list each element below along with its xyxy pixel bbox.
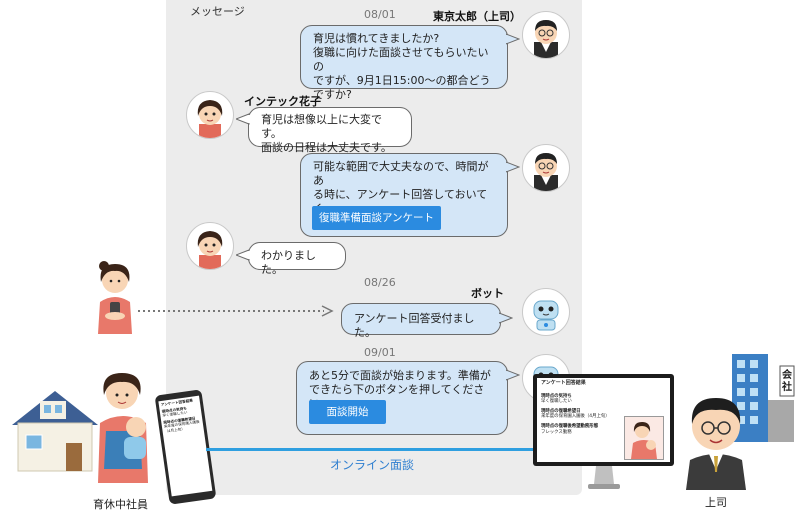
sender-name-employee: インテック花子 bbox=[244, 95, 321, 108]
monitor-answer: 早く復職したい bbox=[541, 399, 572, 405]
monitor-question: 現時点の復職後希望勤務形態 bbox=[541, 423, 599, 429]
message-line: 復職に向けた面談させてもらいたいの bbox=[313, 46, 489, 73]
employee-avatar bbox=[186, 222, 234, 270]
sender-name-bot: ボット bbox=[471, 287, 504, 300]
message-bubble: 可能な範囲で大丈夫なので、時間があ る時に、アンケート回答しておいてく ださい。 bbox=[300, 153, 508, 237]
message-line: 可能な範囲で大丈夫なので、時間があ bbox=[313, 160, 489, 187]
bubble-tail bbox=[499, 312, 513, 324]
monitor-title: アンケート回答結果 bbox=[541, 380, 586, 386]
boss-face-icon bbox=[534, 153, 558, 191]
bubble-tail bbox=[236, 249, 250, 261]
start-meeting-button[interactable]: 面談開始 bbox=[309, 400, 386, 424]
dotted-arrow bbox=[138, 305, 334, 317]
message-line: わかりました。 bbox=[261, 249, 316, 276]
date-label: 08/01 bbox=[364, 8, 396, 21]
message-bubble: アンケート回答受付ました。 bbox=[341, 303, 501, 339]
monitor-screen: アンケート回答結果 現時点の気持ち 早く復職したい 現時点の復職希望日 来年度の… bbox=[537, 378, 670, 462]
house-illustration bbox=[12, 391, 98, 472]
company-sign: 会社 bbox=[782, 370, 792, 393]
boss-face-icon bbox=[534, 20, 558, 58]
online-connection-line bbox=[206, 448, 546, 451]
survey-button[interactable]: 復職準備面談アンケート bbox=[312, 206, 441, 230]
panel-title: メッセージ bbox=[190, 5, 245, 18]
mother-thumbnail-icon bbox=[631, 422, 657, 459]
online-meeting-label: オンライン面談 bbox=[330, 458, 415, 472]
video-thumbnail bbox=[624, 416, 664, 460]
boss-avatar bbox=[522, 11, 570, 59]
message-bubble: わかりました。 bbox=[248, 242, 346, 276]
message-line: アンケート回答受付ました。 bbox=[354, 312, 475, 339]
monitor-answer: フレックス勤務 bbox=[541, 429, 572, 435]
woman-with-phone-illustration bbox=[98, 261, 132, 334]
message-line: ですが、9月1日15:00～の都合どう bbox=[313, 74, 491, 87]
message-line: 面談の日程は大丈夫です。 bbox=[261, 141, 392, 154]
desktop-monitor: アンケート回答結果 現時点の気持ち 早く復職したい 現時点の復職希望日 来年度の… bbox=[533, 374, 674, 466]
bubble-tail bbox=[506, 33, 520, 45]
message-line: 育児は想像以上に大変です。 bbox=[261, 113, 382, 140]
monitor-answer: 来年度の保育園入園後（4月上旬） bbox=[541, 414, 610, 420]
bubble-tail bbox=[506, 369, 520, 381]
employee-face-icon bbox=[197, 100, 223, 138]
message-bubble: 育児は想像以上に大変です。 面談の日程は大丈夫です。 bbox=[248, 107, 412, 154]
message-bubble: 育児は慣れてきましたか? 復職に向けた面談させてもらいたいの ですが、9月1日1… bbox=[300, 25, 508, 101]
date-label: 09/01 bbox=[364, 346, 396, 359]
boss-caption: 上司 bbox=[705, 496, 727, 509]
boss-illustration bbox=[686, 398, 746, 490]
mother-with-baby-illustration bbox=[98, 373, 148, 483]
robot-icon bbox=[533, 300, 559, 331]
date-label: 08/26 bbox=[364, 276, 396, 289]
boss-avatar bbox=[522, 144, 570, 192]
message-line: ですか? bbox=[313, 88, 352, 101]
message-line: 育児は慣れてきましたか? bbox=[313, 32, 440, 45]
bubble-tail bbox=[236, 113, 250, 125]
sender-name-boss: 東京太郎（上司） bbox=[433, 10, 521, 23]
message-line: あと5分で面談が始まります。準備が bbox=[309, 369, 491, 382]
tablet-screen: アンケート回答結果 現時点の気持ち 早く復職したい 現時点の復職希望日 来年度の… bbox=[158, 395, 213, 497]
employee-caption: 育休中社員 bbox=[93, 498, 148, 511]
monitor-question: 現時点の復職希望日 bbox=[541, 408, 581, 414]
monitor-stand bbox=[588, 466, 620, 489]
employee-face-icon bbox=[197, 231, 223, 269]
bot-avatar bbox=[522, 288, 570, 336]
monitor-question: 現時点の気持ち bbox=[541, 393, 572, 399]
bubble-tail bbox=[506, 161, 520, 173]
employee-avatar bbox=[186, 91, 234, 139]
